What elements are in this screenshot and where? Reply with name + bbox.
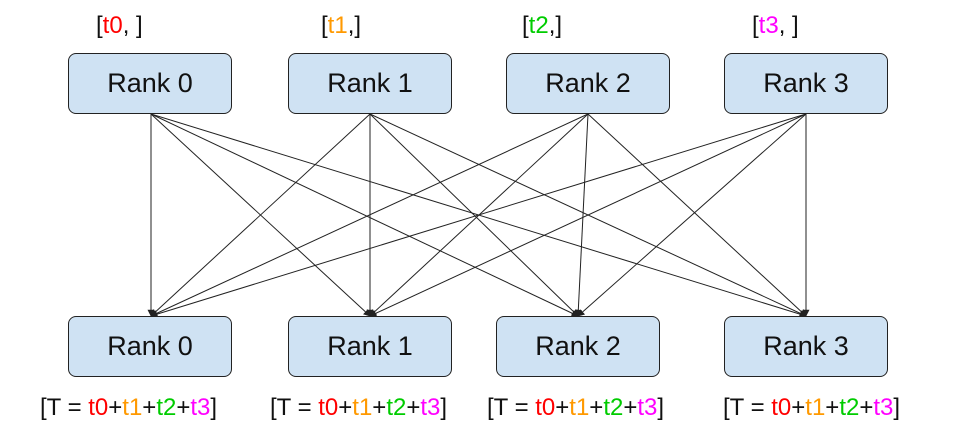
plus-sign: + [108, 394, 123, 421]
edge-rank3-to-rank0 [150, 113, 807, 318]
token-t2: t2 [156, 394, 177, 421]
top-label-3: [t3, ] [752, 14, 799, 38]
token-t1: t1 [352, 394, 373, 421]
result-prefix: [T = [270, 394, 319, 421]
token-t0: t0 [771, 394, 792, 421]
token-t3: t3 [758, 12, 779, 39]
rank-label: Rank 3 [763, 68, 849, 98]
plus-sign: + [176, 394, 191, 421]
rank-label: Rank 0 [107, 331, 193, 361]
bracket-close: ,] [347, 12, 362, 39]
rank-label: Rank 1 [327, 331, 413, 361]
bracket-open: [ [522, 12, 529, 39]
token-t0: t0 [88, 394, 109, 421]
top-label-0: [t0, ] [96, 14, 143, 38]
edge-rank1-to-rank2 [369, 113, 579, 317]
edge-rank3-to-rank1 [369, 113, 807, 317]
token-t3: t3 [190, 394, 211, 421]
rank-label: Rank 1 [327, 68, 413, 98]
bracket-open: [ [321, 12, 328, 39]
token-t1: t1 [805, 394, 826, 421]
token-t3: t3 [420, 394, 441, 421]
bracket-close: , ] [778, 12, 799, 39]
result-label-1: [T = t0+t1+t2+t3] [270, 396, 447, 420]
rank-label: Rank 3 [763, 331, 849, 361]
result-suffix: ] [657, 394, 665, 421]
top-rank-1-box: Rank 1 [288, 53, 452, 114]
result-prefix: [T = [723, 394, 772, 421]
bracket-close: , ] [122, 12, 143, 39]
token-t0: t0 [535, 394, 556, 421]
token-t2: t2 [603, 394, 624, 421]
result-suffix: ] [893, 394, 901, 421]
edge-rank0-to-rank2 [150, 113, 579, 317]
token-t0: t0 [318, 394, 339, 421]
result-label-3: [T = t0+t1+t2+t3] [723, 396, 900, 420]
plus-sign: + [791, 394, 806, 421]
edge-rank1-to-rank0 [150, 113, 371, 317]
result-suffix: ] [440, 394, 448, 421]
edge-rank2-to-rank0 [150, 113, 589, 317]
bottom-rank-2-box: Rank 2 [496, 316, 660, 377]
top-rank-0-box: Rank 0 [68, 53, 232, 114]
result-prefix: [T = [487, 394, 536, 421]
rank-label: Rank 2 [535, 331, 621, 361]
edge-rank2-to-rank3 [587, 113, 807, 317]
token-t2: t2 [839, 394, 860, 421]
bottom-rank-1-box: Rank 1 [288, 316, 452, 377]
bracket-close: ,] [548, 12, 563, 39]
bottom-rank-3-box: Rank 3 [724, 316, 888, 377]
rank-label: Rank 0 [107, 68, 193, 98]
plus-sign: + [555, 394, 570, 421]
plus-sign: + [406, 394, 421, 421]
rank-label: Rank 2 [545, 68, 631, 98]
token-t3: t3 [873, 394, 894, 421]
token-t3: t3 [637, 394, 658, 421]
top-label-2: [t2,] [522, 14, 562, 38]
token-t1: t1 [122, 394, 143, 421]
token-t1: t1 [569, 394, 590, 421]
bracket-open: [ [752, 12, 759, 39]
token-t1: t1 [327, 12, 348, 39]
plus-sign: + [372, 394, 387, 421]
result-label-2: [T = t0+t1+t2+t3] [487, 396, 664, 420]
token-t0: t0 [102, 12, 123, 39]
bracket-open: [ [96, 12, 103, 39]
edge-rank3-to-rank2 [577, 113, 807, 317]
plus-sign: + [142, 394, 157, 421]
plus-sign: + [623, 394, 638, 421]
edge-rank2-to-rank2 [574, 113, 589, 317]
result-label-0: [T = t0+t1+t2+t3] [40, 396, 217, 420]
top-rank-2-box: Rank 2 [506, 53, 670, 114]
token-t2: t2 [386, 394, 407, 421]
bottom-rank-0-box: Rank 0 [68, 316, 232, 377]
result-suffix: ] [210, 394, 218, 421]
top-rank-3-box: Rank 3 [724, 53, 888, 114]
plus-sign: + [589, 394, 604, 421]
result-prefix: [T = [40, 394, 89, 421]
token-t2: t2 [528, 12, 549, 39]
plus-sign: + [859, 394, 874, 421]
plus-sign: + [825, 394, 840, 421]
plus-sign: + [338, 394, 353, 421]
top-label-1: [t1,] [321, 14, 361, 38]
